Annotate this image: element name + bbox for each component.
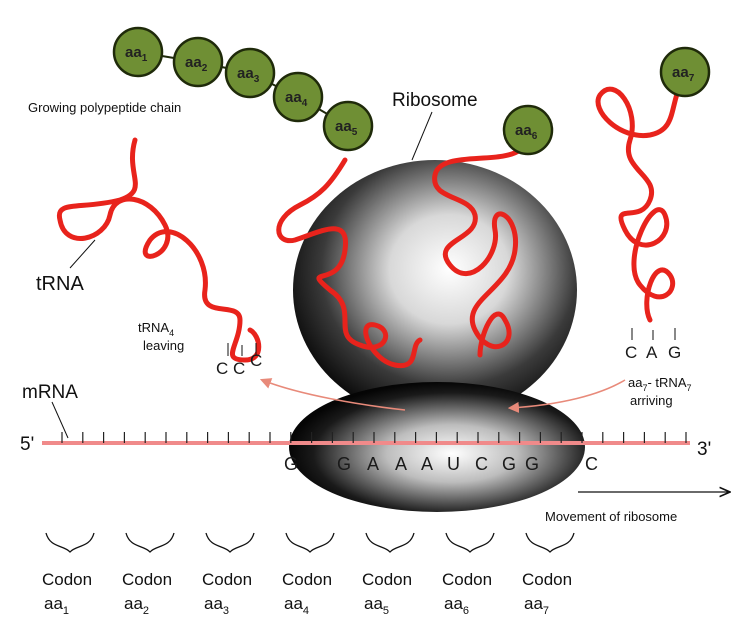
mrna-base: A [367,454,379,474]
codon-aa: aa1 [44,594,69,617]
amino-acid-5: aa5 [322,100,374,152]
five-prime-label: 5' [20,434,34,455]
arriving-arrow [507,379,626,414]
amino-acid-label: aa2 [185,54,208,74]
codon-word: Codon [282,570,332,589]
codon-aa: aa7 [524,594,549,617]
amino-acid-circle [502,104,554,156]
mrna-base: G [502,454,516,474]
ribosome-small-subunit [289,382,585,512]
mrna-strand [42,432,690,445]
leaving-arrow [259,378,406,411]
mrna-base: G [525,454,539,474]
codon-group-1: Codon aa1 [42,532,95,617]
codon-group-7: Codon aa7 [522,532,575,617]
codon-word: Codon [202,570,252,589]
codon-brace [285,532,335,553]
mrna-base: C [475,454,488,474]
codon-word: Codon [122,570,172,589]
codon-brace [445,532,495,553]
amino-acid-6: aa6 [502,104,554,156]
amino-acid-3: aa3 [224,47,276,99]
amino-acid-label: aa5 [335,118,358,138]
mrna-base: U [447,454,460,474]
amino-acids: aa1 aa2 aa3 aa4 aa5 aa6 aa7 [112,26,711,156]
amino-acid-label: aa1 [125,44,148,64]
trna-strands [56,82,683,369]
trna-label: tRNA [36,273,84,295]
codon-aa: aa6 [444,594,469,617]
polypeptide-label: Growing polypeptide chain [28,100,181,115]
anticodon-base: A [646,343,658,362]
anticodon-base: C [216,359,228,378]
mrna-base: G [284,454,298,474]
amino-acid-4: aa4 [272,71,324,123]
amino-acid-label: aa3 [237,65,260,85]
anticodon-base: C [625,343,637,362]
trna4-strand [56,137,262,363]
codon-brace [525,532,575,553]
trna4-leaving-label: tRNA4 [138,320,174,338]
codon-brace [205,532,255,553]
amino-acid-1: aa1 [112,26,164,78]
codon-brace [365,532,415,553]
ribosome-leader-line [411,111,433,161]
codon-aa: aa4 [284,594,309,617]
mrna-leader-line [51,401,69,439]
anticodon-base: C [233,359,245,378]
mrna-base: A [421,454,433,474]
trna7-strand [595,82,683,323]
amino-acid-7: aa7 [659,46,711,98]
codon-word: Codon [362,570,412,589]
mrna-base: G [337,454,351,474]
amino-acid-circle [112,26,164,78]
codon-groups: Codon aa1 Codon aa2 Codon aa3 Codon aa4 Codon aa5… [42,532,575,617]
amino-acid-circle [224,47,276,99]
movement-label: Movement of ribosome [545,509,677,524]
arriving-label: aa7- tRNA7 [628,375,692,393]
codon-aa: aa5 [364,594,389,617]
amino-acid-label: aa4 [285,89,308,109]
three-prime-label: 3' [697,439,711,460]
ribosome-label: Ribosome [392,90,478,111]
amino-acid-label: aa7 [672,64,695,84]
amino-acid-circle [322,100,374,152]
codon-word: Codon [522,570,572,589]
amino-acid-circle [272,71,324,123]
amino-acid-label: aa6 [515,122,538,142]
codon-aa: aa2 [124,594,149,617]
amino-acid-circle [172,36,224,88]
codon-group-6: Codon aa6 [442,532,495,617]
codon-word: Codon [442,570,492,589]
codon-aa: aa3 [204,594,229,617]
codon-group-5: Codon aa5 [362,532,415,617]
amino-acid-circle [659,46,711,98]
codon-group-2: Codon aa2 [122,532,175,617]
codon-group-3: Codon aa3 [202,532,255,617]
mrna-base: A [395,454,407,474]
trna5-strand [276,157,423,369]
anticodon-stems-arriving [631,328,676,340]
trna-leader-line [69,239,96,269]
mrna-label: mRNA [22,382,78,403]
amino-acid-2: aa2 [172,36,224,88]
codon-brace [125,532,175,553]
trna4-leaving-label-2: leaving [143,338,184,353]
codon-group-4: Codon aa4 [282,532,335,617]
mrna-base: C [585,454,598,474]
arriving-label-2: arriving [630,393,673,408]
codon-word: Codon [42,570,92,589]
anticodon-base: C [250,351,262,370]
trna6-strand [432,147,523,358]
anticodon-base: G [668,343,681,362]
codon-brace [45,532,95,553]
ribosome-large-subunit [293,160,577,420]
anticodon-stems-leaving [227,343,257,356]
